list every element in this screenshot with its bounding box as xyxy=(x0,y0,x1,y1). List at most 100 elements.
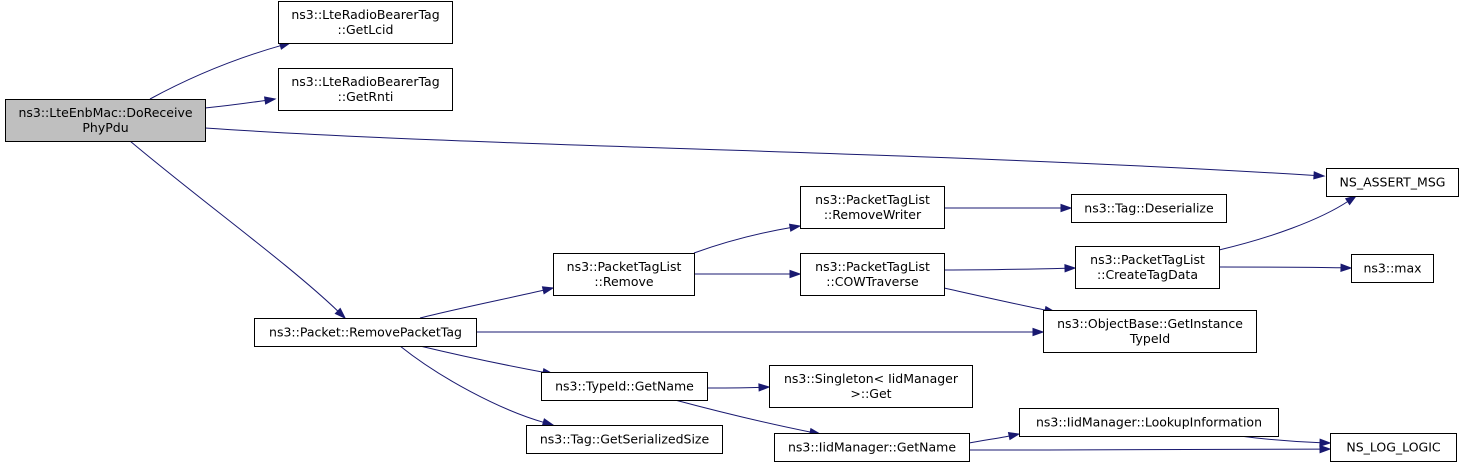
edge-createtag-to-assert xyxy=(1218,195,1358,251)
edge-lookup-to-loglogic xyxy=(1239,435,1332,447)
node-box[interactable] xyxy=(278,68,453,111)
edge-rpt-to-ptlremove xyxy=(419,286,555,319)
edge-line xyxy=(419,345,545,373)
edge-arrowhead xyxy=(788,223,802,232)
node-label-line: ::CreateTagData xyxy=(1097,267,1198,282)
edge-arrowhead xyxy=(1064,264,1077,273)
edge-line xyxy=(149,44,282,100)
node-removewriter[interactable]: ns3::PacketTagList::RemoveWriter xyxy=(800,186,945,229)
edge-line xyxy=(419,289,545,319)
edge-line xyxy=(968,448,1322,451)
edge-line xyxy=(1218,200,1349,251)
edge-line xyxy=(204,127,1316,176)
edge-cow-to-createtag xyxy=(943,264,1077,273)
node-box[interactable] xyxy=(1019,408,1279,437)
node-box[interactable] xyxy=(1330,433,1457,462)
node-label-line: TypeId xyxy=(1129,331,1170,346)
node-serialsize[interactable]: ns3::Tag::GetSerializedSize xyxy=(526,425,723,454)
edge-root-to-rpt xyxy=(129,140,347,320)
node-deserialize[interactable]: ns3::Tag::Deserialize xyxy=(1071,194,1227,223)
node-label-line: ns3::Tag::Deserialize xyxy=(1084,201,1214,216)
node-box[interactable] xyxy=(800,186,945,229)
node-label-line: PhyPdu xyxy=(82,120,128,135)
edge-line xyxy=(1218,266,1343,269)
edge-arrowhead xyxy=(1313,171,1326,180)
edge-line xyxy=(943,287,1047,311)
node-assert[interactable]: NS_ASSERT_MSG xyxy=(1326,168,1459,197)
node-label-line: ::COWTraverse xyxy=(826,274,919,289)
node-label-line: ns3::Singleton< IidManager xyxy=(784,371,959,386)
node-singleton[interactable]: ns3::Singleton< IidManager>::Get xyxy=(769,365,973,408)
edge-arrowhead xyxy=(1319,444,1332,454)
node-label-line: ns3::LteEnbMac::DoReceive xyxy=(18,105,192,120)
node-box[interactable] xyxy=(254,318,477,347)
node-getlcid[interactable]: ns3::LteRadioBearerTag::GetLcid xyxy=(278,1,453,44)
node-max[interactable]: ns3::max xyxy=(1351,254,1434,283)
node-createtag[interactable]: ns3::PacketTagList::CreateTagData xyxy=(1075,246,1220,289)
node-getrnti[interactable]: ns3::LteRadioBearerTag::GetRnti xyxy=(278,68,453,111)
node-label-line: ns3::Tag::GetSerializedSize xyxy=(540,432,710,447)
edge-line xyxy=(943,267,1067,271)
edge-line xyxy=(129,140,339,313)
edge-rpt-to-typeidname xyxy=(419,345,555,377)
node-label-line: ns3::IidManager::LookupInformation xyxy=(1036,415,1262,430)
node-box[interactable] xyxy=(1351,254,1434,283)
node-label-line: >::Get xyxy=(850,386,891,401)
node-box[interactable] xyxy=(769,365,973,408)
node-label-line: NS_ASSERT_MSG xyxy=(1340,175,1446,190)
node-label-line: ::RemoveWriter xyxy=(824,207,922,222)
node-label-line: ns3::LteRadioBearerTag xyxy=(291,7,439,22)
node-label-line: ns3::IidManager::GetName xyxy=(788,440,956,455)
node-typeidname[interactable]: ns3::TypeId::GetName xyxy=(541,372,708,401)
node-label-line: ns3::PacketTagList xyxy=(815,259,930,274)
node-box[interactable] xyxy=(553,253,695,296)
edge-line xyxy=(204,99,267,109)
node-cow[interactable]: ns3::PacketTagList::COWTraverse xyxy=(800,253,945,296)
node-box[interactable] xyxy=(5,99,206,142)
node-ptlremove[interactable]: ns3::PacketTagList::Remove xyxy=(553,253,695,296)
node-label-line: ::Remove xyxy=(594,274,653,289)
edge-arrowhead xyxy=(1340,263,1353,272)
node-box[interactable] xyxy=(1043,310,1257,353)
node-box[interactable] xyxy=(541,372,708,401)
edge-removewriter-to-deserialize xyxy=(943,203,1073,213)
edge-line xyxy=(399,345,545,424)
edge-arrowhead xyxy=(263,96,277,105)
node-box[interactable] xyxy=(278,1,453,44)
edge-arrowhead xyxy=(1007,432,1021,441)
node-label-line: NS_LOG_LOGIC xyxy=(1346,440,1441,455)
edge-line xyxy=(968,435,1011,444)
node-box[interactable] xyxy=(1071,194,1227,223)
node-lookup[interactable]: ns3::IidManager::LookupInformation xyxy=(1019,408,1279,437)
node-iidname[interactable]: ns3::IidManager::GetName xyxy=(774,433,970,462)
edge-root-to-getlcid xyxy=(149,41,292,100)
node-label-line: ns3::LteRadioBearerTag xyxy=(291,74,439,89)
node-label-line: ns3::PacketTagList xyxy=(815,192,930,207)
edge-cow-to-instancetid xyxy=(943,287,1057,315)
node-box[interactable] xyxy=(774,433,970,462)
edge-line xyxy=(1239,435,1322,444)
edge-arrowhead xyxy=(541,418,555,427)
edge-createtag-to-max xyxy=(1218,263,1353,272)
edge-line xyxy=(693,227,792,254)
node-box[interactable] xyxy=(1326,168,1459,197)
edge-rpt-to-serialsize xyxy=(399,345,555,427)
edge-arrowhead xyxy=(1344,195,1358,206)
edge-iidname-to-loglogic xyxy=(968,444,1332,454)
node-box[interactable] xyxy=(1075,246,1220,289)
node-box[interactable] xyxy=(526,425,723,454)
node-rpt[interactable]: ns3::Packet::RemovePacketTag xyxy=(254,318,477,347)
node-label-line: ::GetLcid xyxy=(338,22,394,37)
edge-arrowhead xyxy=(758,383,771,392)
edge-typeidname-to-singleton xyxy=(706,383,771,392)
node-box[interactable] xyxy=(800,253,945,296)
node-label-line: ns3::PacketTagList xyxy=(1090,252,1205,267)
node-label-line: ns3::TypeId::GetName xyxy=(555,379,694,394)
edge-arrowhead xyxy=(789,269,802,279)
edge-rpt-to-instancetid xyxy=(476,327,1045,337)
node-loglogic[interactable]: NS_LOG_LOGIC xyxy=(1330,433,1457,462)
